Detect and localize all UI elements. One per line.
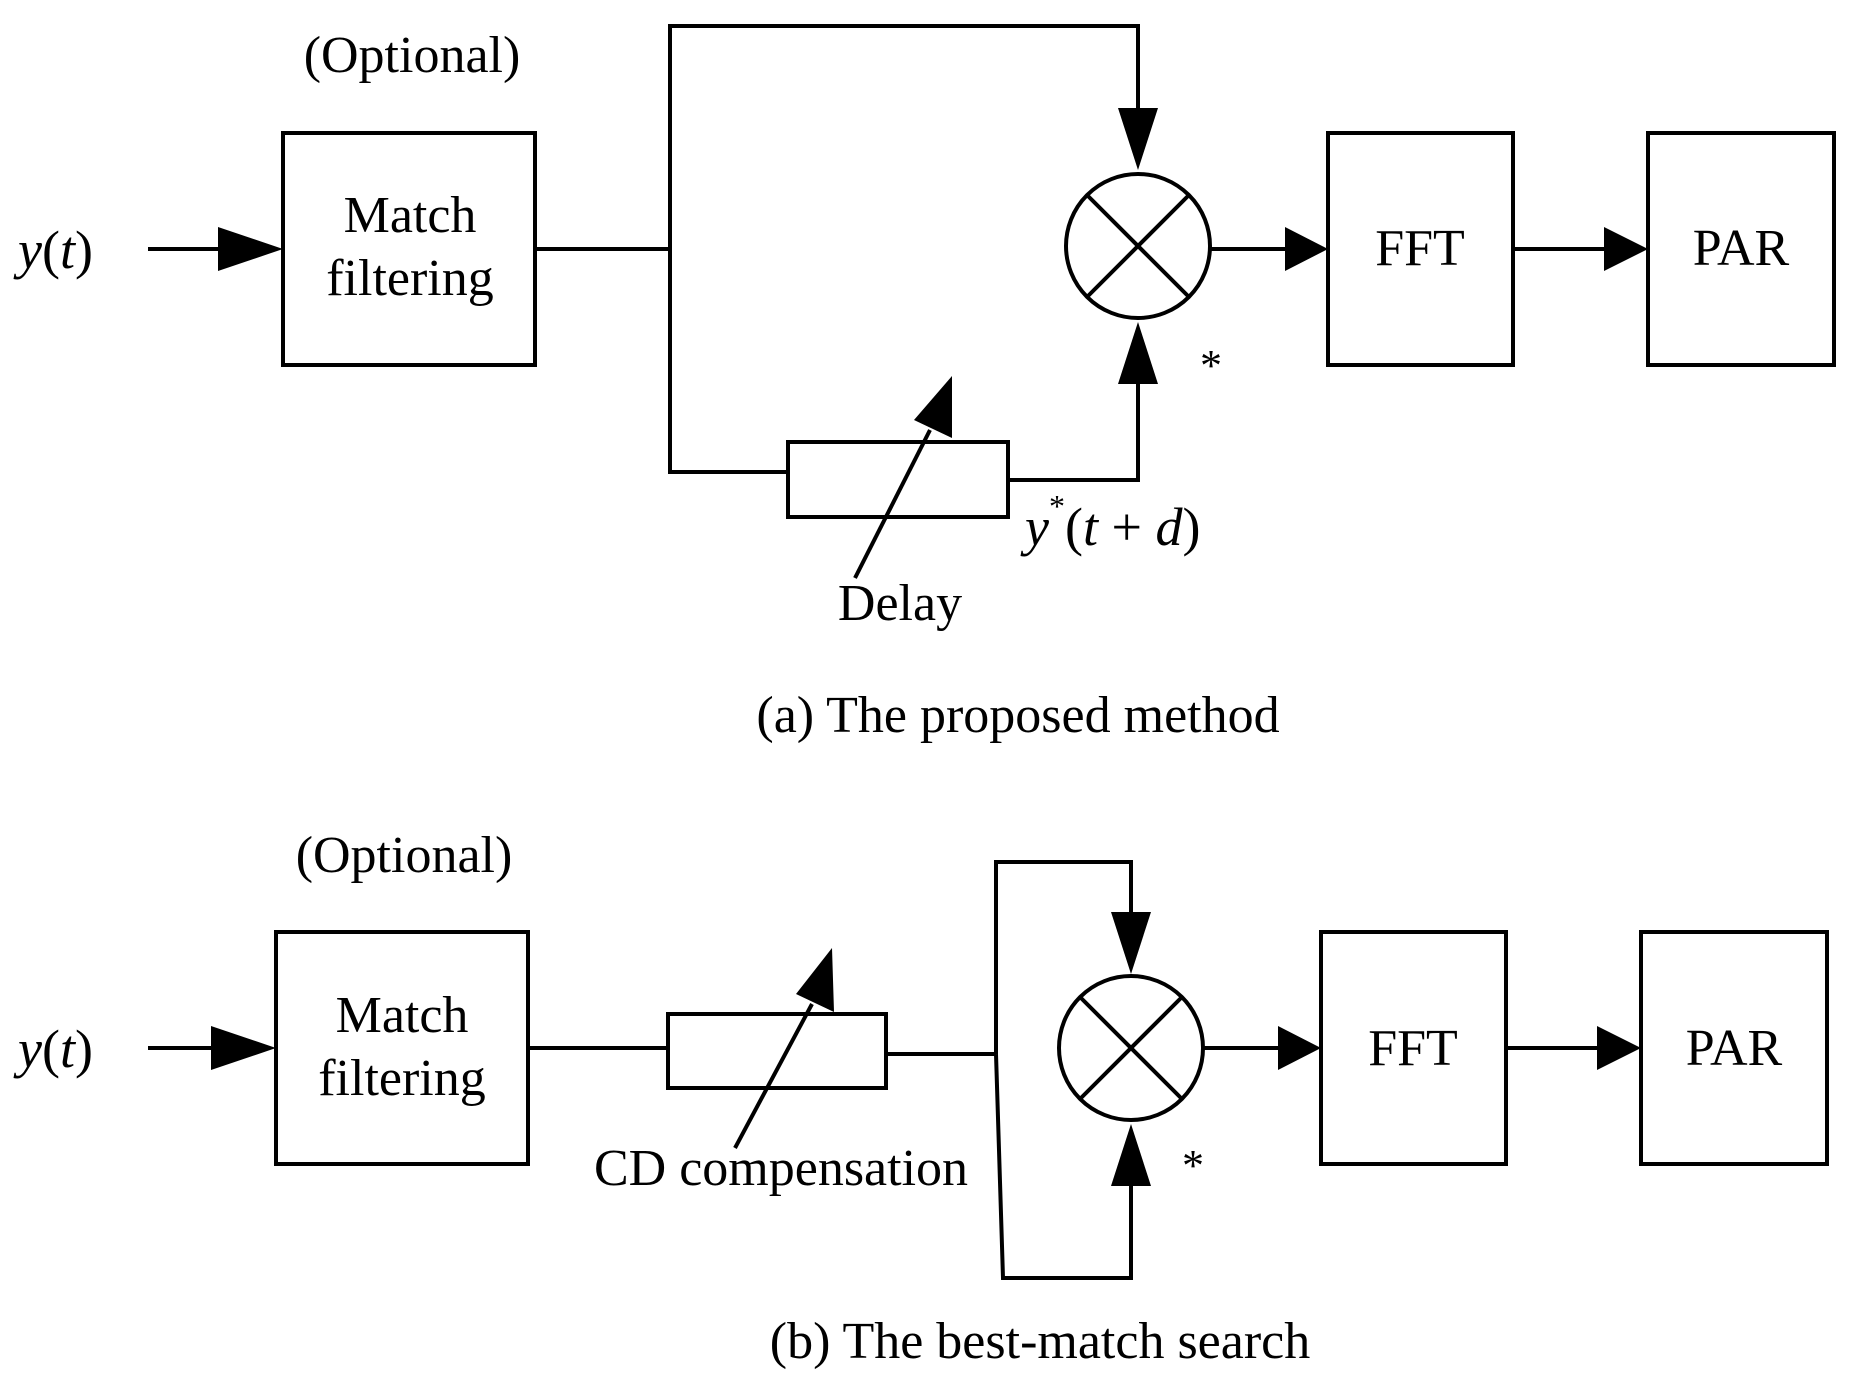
top-branch-wire-b — [994, 860, 1133, 1054]
conjugate-mark-a: * — [1200, 341, 1222, 390]
fft-label-b: FFT — [1368, 1020, 1458, 1077]
par-arrowhead-b — [1597, 1026, 1641, 1070]
panel-a: y(t) (Optional) Match filtering Delay y*… — [13, 24, 1836, 744]
bottom-arrowhead-b — [1111, 1124, 1151, 1186]
fft-arrowhead-b — [1278, 1026, 1321, 1070]
input-arrowhead-b — [211, 1026, 276, 1070]
bottom-arrowhead-a — [1118, 322, 1158, 384]
bottom-branch-wire-a — [668, 249, 788, 474]
cd-adjust-arrowhead — [796, 948, 834, 1012]
top-arrowhead-b — [1111, 912, 1151, 974]
optional-label-a: (Optional) — [304, 27, 521, 84]
delay-box — [786, 440, 1010, 519]
par-box-b — [1639, 930, 1829, 1166]
top-branch-wire-a — [668, 24, 1140, 249]
conjugate-mark-b: * — [1182, 1141, 1204, 1190]
match-label-line1-a: Match — [344, 187, 477, 244]
par-box-a — [1646, 131, 1836, 367]
par-arrowhead-a — [1604, 227, 1648, 271]
input-signal-label-a: y(t) — [13, 220, 93, 280]
delayed-wire-a — [1008, 375, 1140, 482]
bottom-branch-wire-b — [994, 1053, 1133, 1280]
cd-compensation-box — [666, 1012, 888, 1090]
fft-label-a: FFT — [1375, 220, 1465, 277]
caption-b: (b) The best-match search — [770, 1313, 1310, 1370]
panel-b: y(t) (Optional) Match filtering CD compe… — [13, 827, 1829, 1370]
match-filter-box-a — [281, 131, 537, 367]
multiplier-a — [1064, 172, 1212, 320]
multiplier-b — [1057, 974, 1205, 1122]
cd-compensation-label: CD compensation — [594, 1140, 968, 1197]
par-label-b: PAR — [1686, 1020, 1783, 1077]
fft-arrowhead-a — [1285, 227, 1328, 271]
top-arrowhead-a — [1118, 108, 1158, 170]
caption-a: (a) The proposed method — [756, 687, 1279, 744]
cd-adjust-line — [733, 1003, 814, 1149]
input-signal-label-b: y(t) — [13, 1019, 93, 1079]
match-filter-box-b — [274, 930, 530, 1166]
par-label-a: PAR — [1693, 220, 1790, 277]
delay-adjust-arrowhead — [914, 376, 952, 438]
optional-label-b: (Optional) — [296, 827, 513, 884]
input-arrowhead-a — [218, 227, 283, 271]
match-label-line2-b: filtering — [318, 1050, 486, 1107]
delay-adjust-line — [853, 429, 932, 579]
match-label-line1-b: Match — [336, 987, 469, 1044]
match-label-line2-a: filtering — [326, 250, 494, 307]
delayed-signal-label: y*(t + d) — [1020, 488, 1200, 557]
delay-label: Delay — [838, 575, 962, 632]
